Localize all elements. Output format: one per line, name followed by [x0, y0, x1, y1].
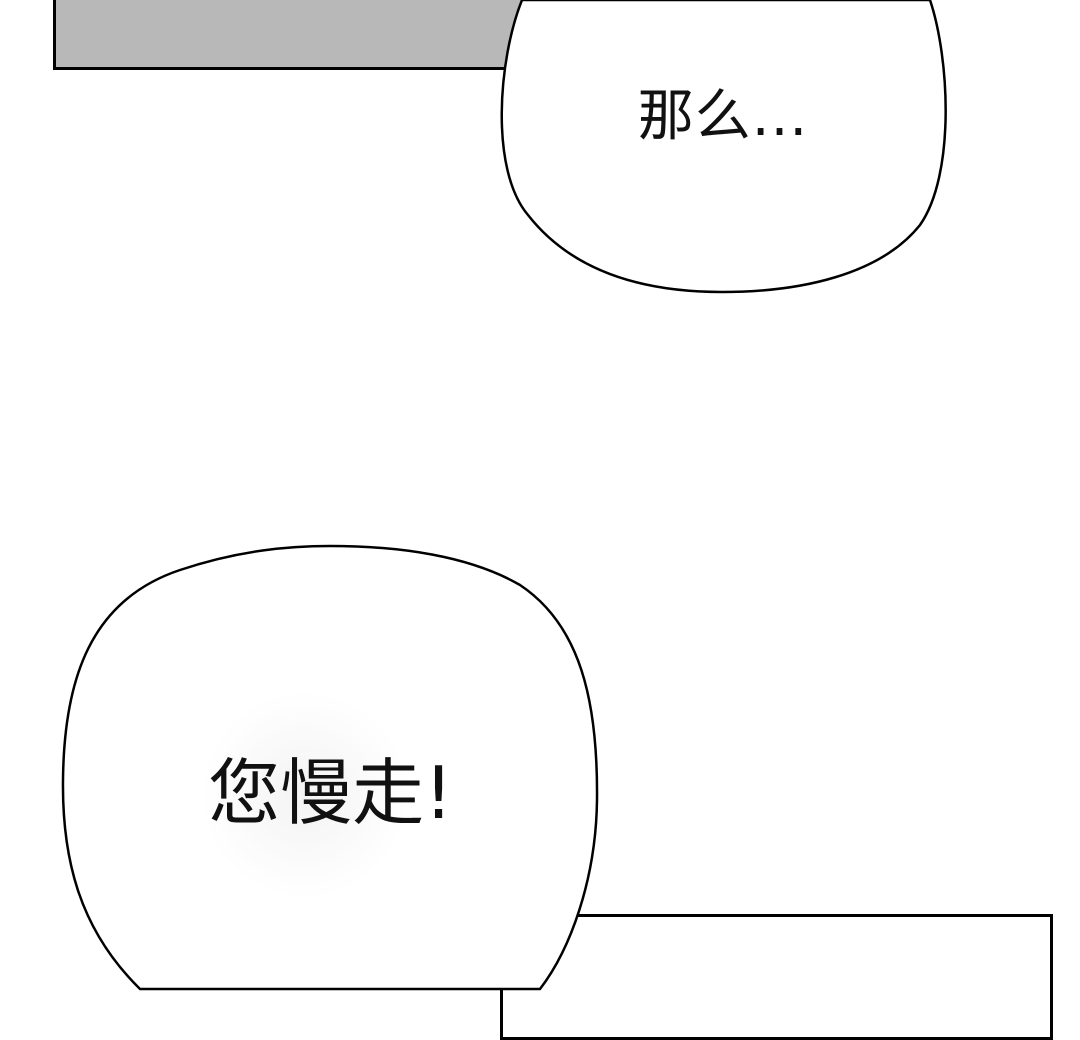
- speech-bubble-bottom-text: 您慢走!: [208, 751, 453, 835]
- speech-bubble-top-shape: [500, 0, 947, 294]
- speech-bubble-top-text: 那么...: [637, 84, 809, 149]
- top-panel-grey: [53, 0, 579, 70]
- text-glow: [200, 690, 410, 900]
